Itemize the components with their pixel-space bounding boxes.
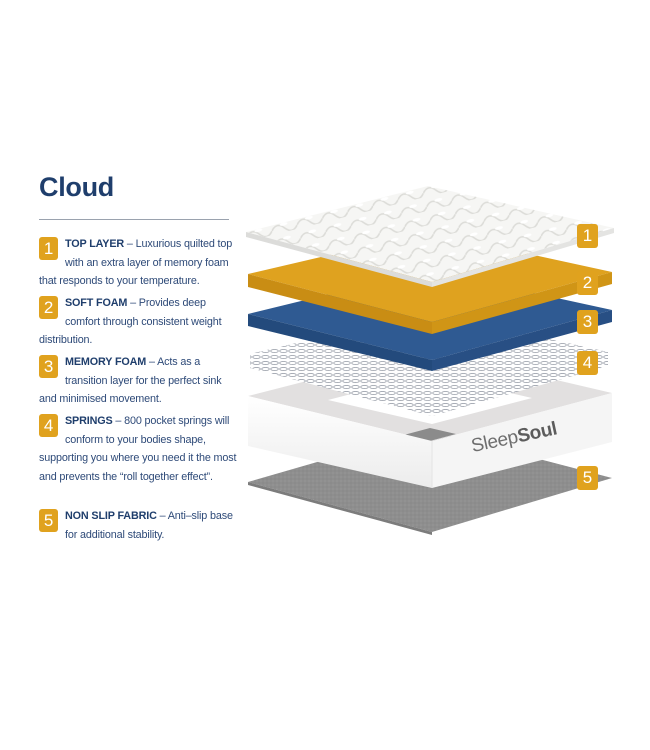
number-badge: 1 [39, 237, 58, 260]
feature-item-soft-foam: 2 SOFT FOAM – Provides deep comfort thro… [39, 294, 239, 350]
layer-badge-3: 3 [577, 310, 598, 334]
feature-heading: NON SLIP FABRIC [65, 510, 157, 522]
feature-description: Provides deep comfort through consistent… [39, 297, 222, 346]
number-badge: 3 [39, 355, 58, 378]
feature-item-top-layer: 1 TOP LAYER – Luxurious quilted top with… [39, 235, 239, 291]
layer-badge-4: 4 [577, 351, 598, 375]
number-badge: 4 [39, 414, 58, 437]
feature-description: 800 pocket springs will conform to your … [39, 415, 237, 483]
feature-item-non-slip-fabric: 5 NON SLIP FABRIC – Anti–slip base for a… [39, 507, 239, 544]
feature-heading: SOFT FOAM [65, 297, 128, 309]
number-badge: 2 [39, 296, 58, 319]
feature-item-springs: 4 SPRINGS – 800 pocket springs will conf… [39, 412, 239, 486]
feature-separator: – [127, 297, 139, 309]
feature-separator: – [146, 356, 158, 368]
product-title: Cloud [39, 172, 114, 202]
top-layer [246, 186, 614, 287]
feature-description: Luxurious quilted top with an extra laye… [39, 238, 233, 287]
layer-badge-1: 1 [577, 224, 598, 248]
feature-description: Anti–slip base for additional stability. [65, 510, 233, 541]
feature-separator: – [156, 510, 168, 522]
feature-heading: SPRINGS [65, 415, 113, 427]
number-badge: 5 [39, 509, 58, 532]
layer-badge-2: 2 [577, 271, 598, 295]
feature-description: Acts as a transition layer for the perfe… [39, 356, 222, 405]
layer-badge-5: 5 [577, 466, 598, 490]
feature-heading: MEMORY FOAM [65, 356, 147, 368]
title-divider [39, 219, 229, 220]
feature-separator: – [124, 238, 136, 250]
feature-item-memory-foam: 3 MEMORY FOAM – Acts as a transition lay… [39, 353, 239, 409]
feature-heading: TOP LAYER [65, 238, 125, 250]
feature-separator: – [112, 415, 125, 427]
